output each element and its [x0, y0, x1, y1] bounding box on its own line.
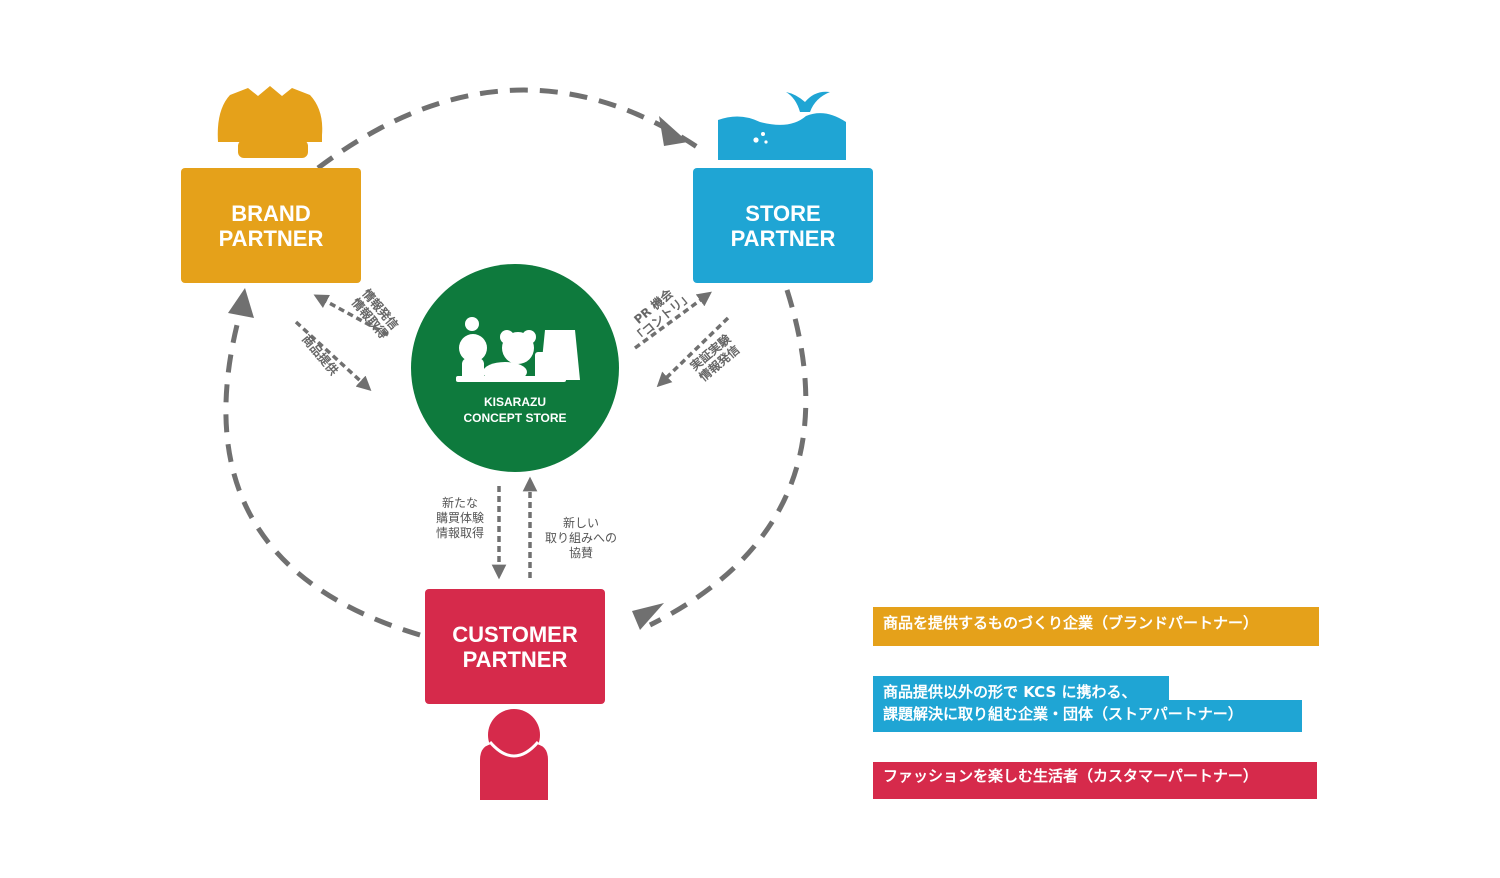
legend-brand-text: 商品を提供するものづくり企業（ブランドパートナー） — [883, 614, 1259, 632]
cycle-arc-brand-to-store — [316, 87, 708, 170]
brand-partner-box: BRAND PARTNER — [181, 168, 361, 283]
cycle-arc-store-to-customer — [648, 289, 809, 628]
legend-store-line2-box: 課題解決に取り組む企業・団体（ストアパートナー） — [873, 700, 1302, 732]
flow-label-customer-in-line2: 購買体験 — [435, 511, 484, 525]
customer-partner-line1: CUSTOMER — [452, 621, 578, 647]
flow-arrow-brand-out — [313, 294, 389, 337]
kcs-figures-icon — [456, 317, 580, 382]
person-icon — [480, 709, 548, 800]
flow-label-customer-out-line2: 取り組みへの — [544, 531, 617, 545]
kcs-label-line1: KISARAZU — [484, 395, 546, 409]
arrowhead-store — [659, 116, 688, 146]
kcs-center-label: KISARAZU CONCEPT STORE — [430, 394, 600, 426]
arrowhead-customer — [632, 603, 664, 630]
brand-mascot-icon — [217, 86, 323, 158]
whale-icon — [718, 91, 846, 160]
brand-partner-line1: BRAND — [231, 200, 311, 226]
legend-customer-text: ファッションを楽しむ生活者（カスタマーパートナー） — [883, 767, 1258, 785]
store-partner-box: STORE PARTNER — [693, 168, 873, 283]
arrowhead-brand — [228, 288, 254, 318]
legend-customer: ファッションを楽しむ生活者（カスタマーパートナー） — [873, 762, 1317, 799]
flow-arrow-store-in — [656, 316, 730, 388]
legend-store-text-line2: 課題解決に取り組む企業・団体（ストアパートナー） — [883, 705, 1243, 723]
brand-partner-line2: PARTNER — [218, 225, 324, 251]
store-partner-line1: STORE — [745, 200, 821, 226]
flow-label-customer-out-line3: 協賛 — [568, 546, 593, 560]
legend-store-text-line1: 商品提供以外の形で KCS に携わる、 — [883, 683, 1137, 701]
cycle-arc-customer-to-brand — [223, 305, 421, 638]
flow-label-customer-out-line1: 新しい — [562, 516, 599, 530]
legend-brand: 商品を提供するものづくり企業（ブランドパートナー） — [873, 607, 1319, 646]
flow-arrow-brand-in — [294, 320, 372, 391]
flow-label-customer-in-line3: 情報取得 — [435, 526, 484, 540]
customer-partner-box: CUSTOMER PARTNER — [425, 589, 605, 704]
store-partner-line2: PARTNER — [730, 225, 836, 251]
kcs-label-line2: CONCEPT STORE — [463, 411, 567, 425]
customer-partner-line2: PARTNER — [462, 646, 568, 672]
flow-label-customer-in-line1: 新たな — [441, 496, 478, 510]
flow-label-customer-out: 新しい 取り組みへの 協賛 — [535, 516, 627, 561]
flow-label-customer-in: 新たな 購買体験 情報取得 — [424, 496, 496, 541]
flow-arrow-store-out — [633, 291, 712, 350]
